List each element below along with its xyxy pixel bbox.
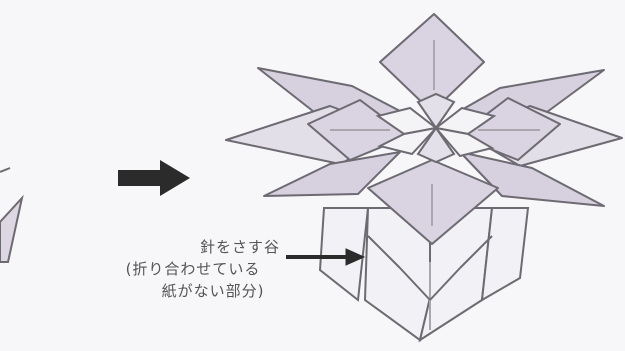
previous-step-fragment: [0, 168, 22, 262]
annotation-line-1: 針をさす谷: [88, 236, 298, 258]
next-step-arrow: [118, 160, 190, 196]
annotation-line-3: 紙がない部分): [88, 280, 298, 302]
annotation-line-2: (折り合わせている: [88, 258, 298, 280]
pointer-annotation: 針をさす谷 (折り合わせている 紙がない部分): [88, 236, 298, 302]
